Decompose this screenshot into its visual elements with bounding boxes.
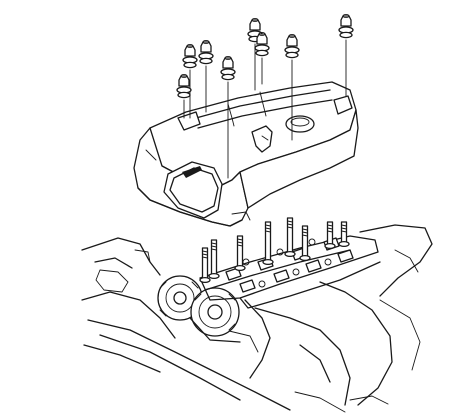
bolt-washer-assembly: [338, 13, 354, 97]
grommet: [199, 57, 213, 65]
head-stud: [208, 239, 220, 280]
bolt-washer-assembly: [220, 55, 236, 179]
grommet: [339, 31, 353, 39]
cover-bolts: [176, 13, 354, 179]
bolt-washer-assembly: [182, 43, 198, 119]
head-stud: [234, 235, 246, 272]
engine-block: [81, 224, 433, 413]
grommet: [183, 61, 197, 69]
head-stud: [284, 217, 296, 258]
bolt-washer-assembly: [284, 33, 300, 141]
cylinder-head-cover: [133, 81, 359, 227]
bolt-washer-assembly: [198, 39, 214, 113]
grommet: [255, 49, 269, 57]
grommet: [177, 91, 191, 99]
grommet: [221, 73, 235, 81]
head-stud: [199, 247, 211, 284]
bolt-top: [342, 13, 350, 19]
grommet: [285, 51, 299, 59]
head-stud: [338, 221, 350, 248]
head-stud: [299, 225, 311, 262]
bolt-top: [186, 43, 194, 49]
bolt-washer-assembly: [176, 73, 192, 119]
head-studs: [199, 217, 350, 284]
head-stud: [262, 221, 274, 266]
bolt-top: [251, 17, 259, 23]
bolt-washer-assembly: [254, 31, 270, 85]
bolt-top: [258, 31, 266, 37]
bolt-top: [202, 39, 210, 45]
head-stud: [324, 221, 336, 250]
bolt-top: [180, 73, 188, 79]
bolt-washer-assembly: [247, 17, 263, 91]
camshaft-pulley-right: [189, 287, 241, 343]
bolt-top: [224, 55, 232, 61]
bolt-top: [288, 33, 296, 39]
